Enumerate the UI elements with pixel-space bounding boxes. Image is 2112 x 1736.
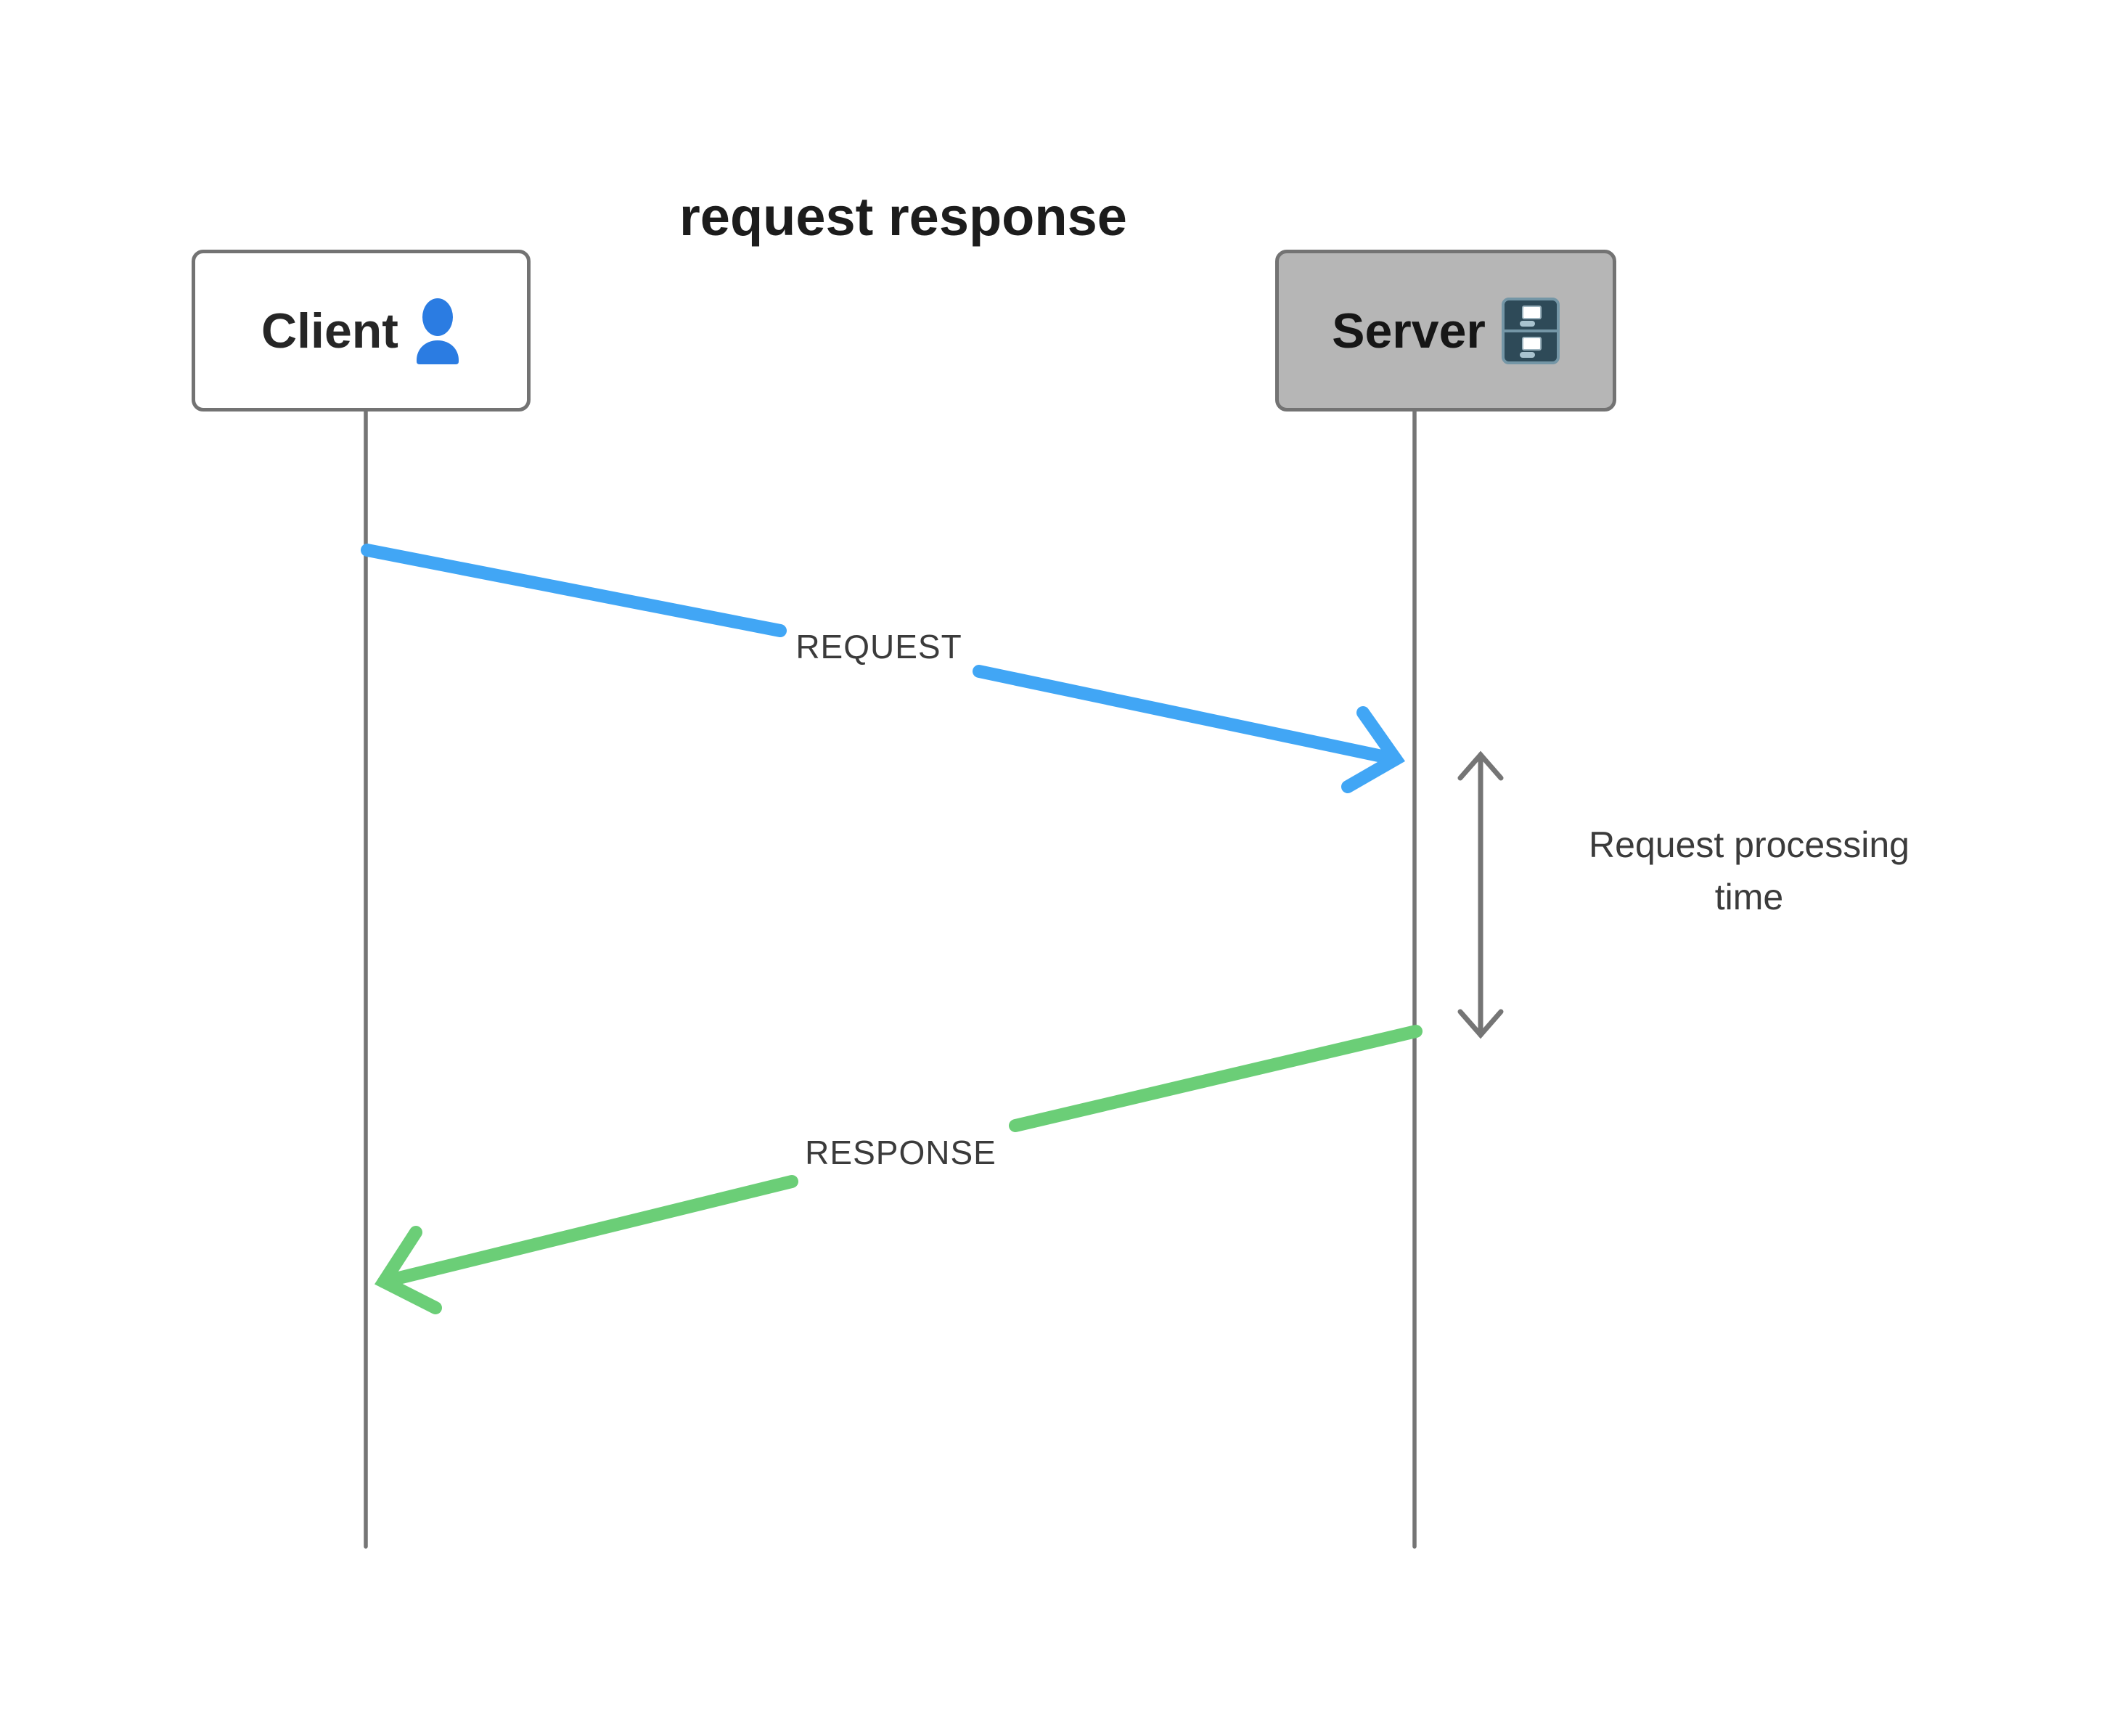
request-arrow — [361, 544, 1406, 793]
diagram-title: request response — [679, 187, 1127, 247]
actor-server: Server — [1275, 250, 1616, 412]
request-arrowhead — [1341, 706, 1406, 793]
response-label: RESPONSE — [805, 1134, 996, 1171]
request-label: REQUEST — [795, 628, 962, 666]
file-cabinet-icon — [1501, 297, 1560, 364]
actor-client: Client — [192, 250, 531, 412]
response-arrowhead — [374, 1226, 442, 1314]
response-arrow — [374, 1025, 1423, 1314]
processing-time-arrow — [1457, 750, 1504, 1039]
actor-client-label: Client — [261, 303, 398, 359]
processing-time-annotation: Request processing time — [1589, 824, 1910, 917]
up-arrowhead — [1457, 750, 1504, 781]
actor-server-label: Server — [1332, 303, 1486, 359]
down-arrowhead — [1457, 1009, 1504, 1039]
user-icon — [416, 298, 459, 364]
